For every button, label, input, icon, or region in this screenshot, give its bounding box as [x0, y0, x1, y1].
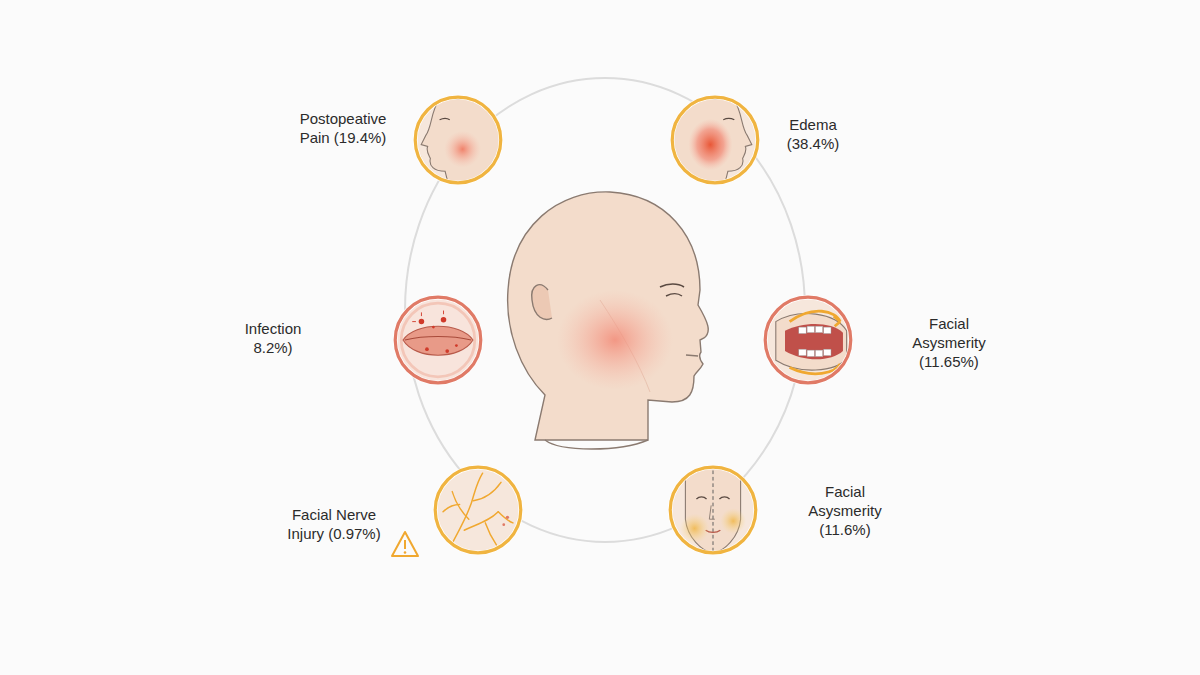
icon-circle: Postopeative Pain (19.4%): [412, 94, 504, 186]
icon-illustration: [412, 94, 504, 186]
icon-illustration: [432, 464, 524, 556]
complication-label: Facial Asysmerity (11.6%): [795, 482, 895, 539]
icon-circle: Facial Asysmerity (11.65%): [762, 294, 854, 386]
complication-label: Facial Nerve Injury (0.97%): [284, 505, 384, 543]
icon-illustration: [392, 294, 484, 386]
icon-illustration: [762, 294, 854, 386]
icon-illustration: [669, 94, 761, 186]
warning-icon: [392, 532, 418, 556]
complication-label: Postopeative Pain (19.4%): [284, 109, 402, 147]
icon-illustration: [667, 464, 759, 556]
complication-label: Facial Asysmerity (11.65%): [894, 314, 1004, 371]
icon-circle: Edema (38.4%): [669, 94, 761, 186]
complication-label: Edema (38.4%): [773, 115, 853, 153]
icon-circle: Facial Asysmerity (11.6%): [667, 464, 759, 556]
icon-circle: Infection 8.2%): [392, 294, 484, 386]
complication-label: Infection 8.2%): [228, 319, 318, 357]
head-illustration: [508, 192, 709, 449]
icon-circle: Facial Nerve Injury (0.97%): [432, 464, 524, 556]
